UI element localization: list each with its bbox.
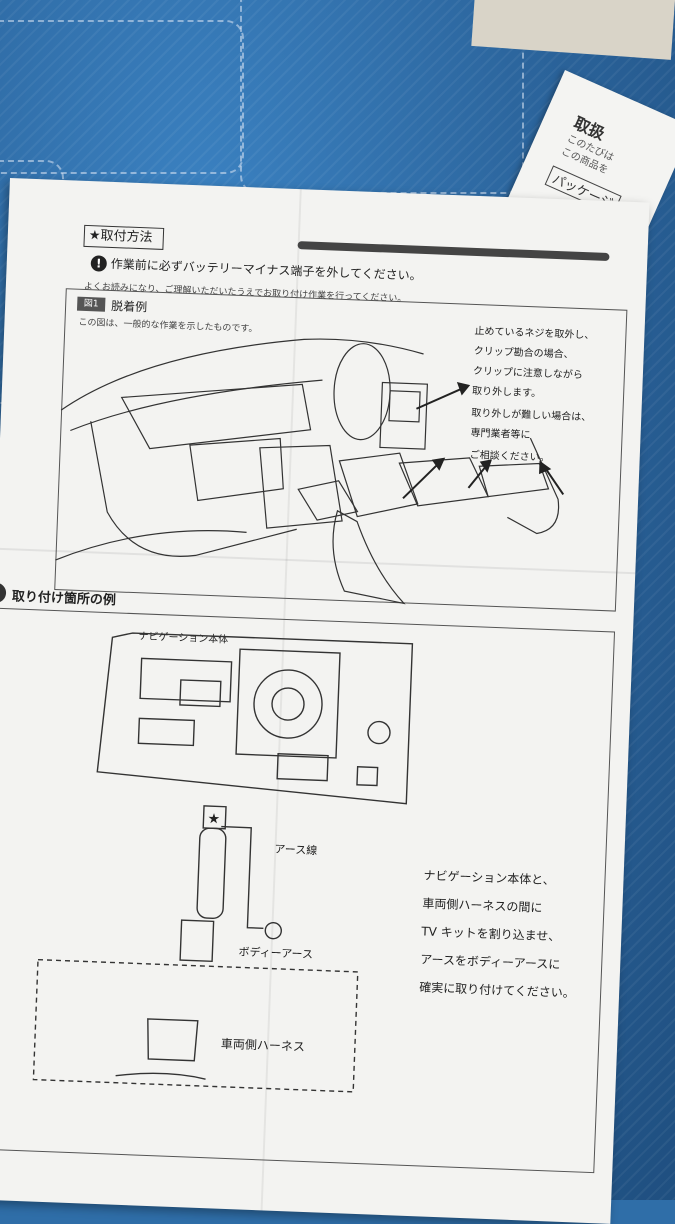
svg-text:★: ★: [207, 811, 220, 827]
navi-wiring-diagram: ★: [32, 632, 414, 1093]
earth-wire-label: アース線: [274, 842, 318, 858]
car-interior-illustration: [55, 338, 565, 605]
instruction-sheet: ★取付方法 ! 作業前に必ずバッテリーマイナス端子を外してください。 よくお読み…: [0, 178, 650, 1224]
fabric-stitching: [0, 20, 244, 174]
vehicle-harness-label: 車両側ハーネス: [220, 1036, 306, 1054]
body-earth-label: ボディーアース: [238, 945, 314, 962]
